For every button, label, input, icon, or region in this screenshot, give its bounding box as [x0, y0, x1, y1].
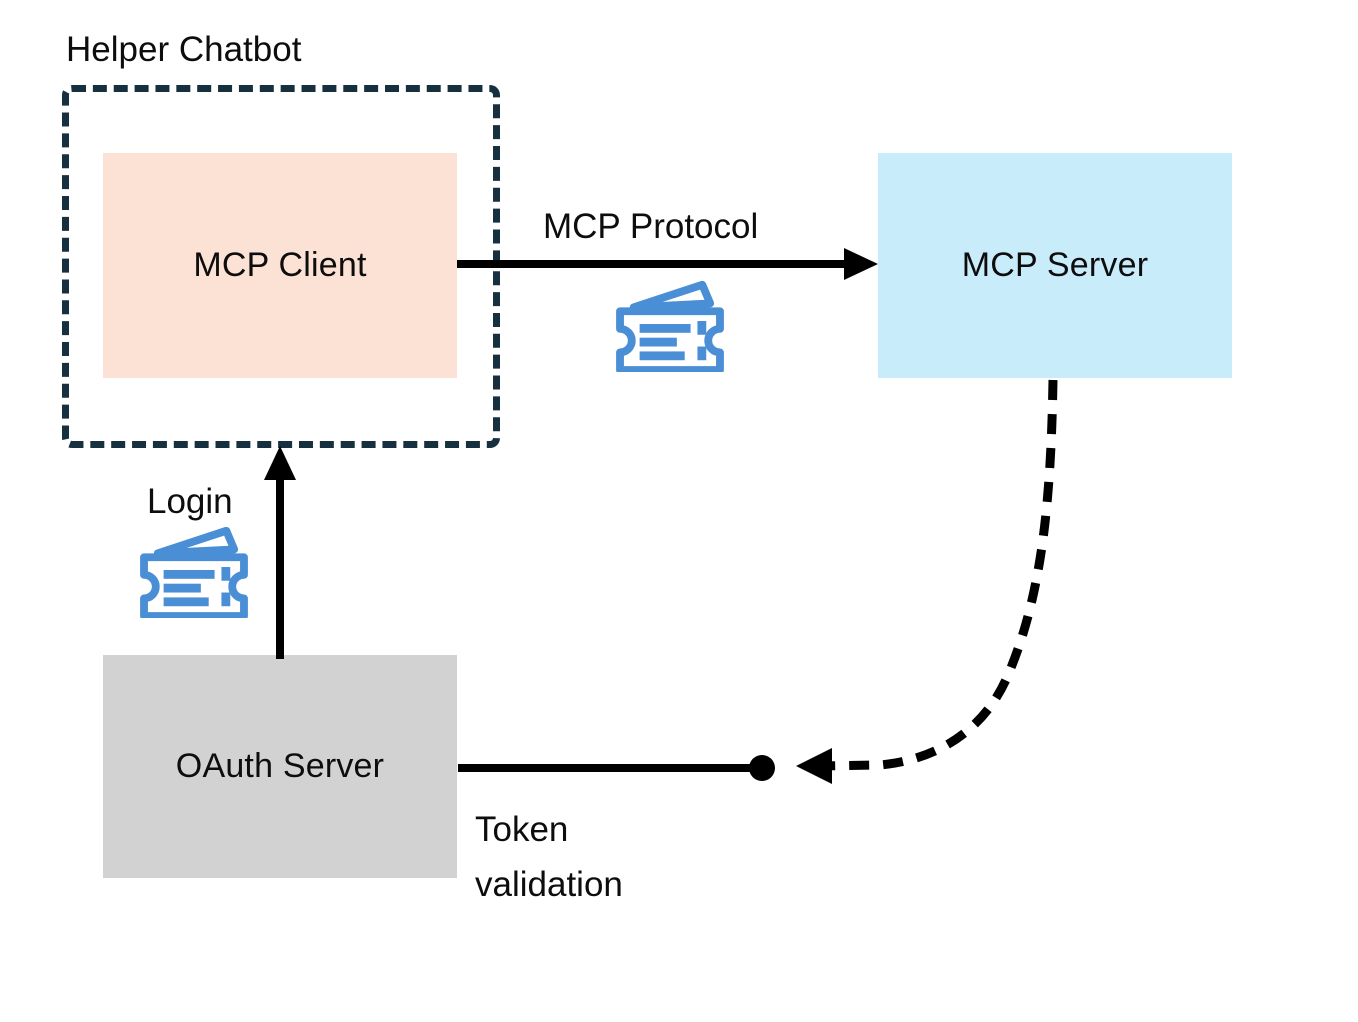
mcp-server-label: MCP Server	[961, 246, 1149, 284]
login-label: Login	[147, 482, 233, 521]
oauth-server-box: OAuth Server	[103, 655, 457, 878]
oauth-server-label: OAuth Server	[175, 747, 385, 785]
ticket-icon	[140, 526, 248, 618]
mcp-server-box: MCP Server	[878, 153, 1232, 378]
token-validation-label: Token validation	[475, 810, 623, 905]
ticket-icon	[616, 280, 724, 372]
mcp-client-label: MCP Client	[193, 246, 367, 284]
token-validation-line	[458, 755, 775, 781]
mcp-server-validation-curve	[796, 379, 1058, 784]
login-arrow	[264, 446, 296, 659]
helper-chatbot-label: Helper Chatbot	[66, 30, 302, 69]
mcp-client-box: MCP Client	[103, 153, 457, 378]
mcp-protocol-label: MCP Protocol	[543, 207, 759, 246]
token-validation-endpoint-dot	[749, 755, 775, 781]
